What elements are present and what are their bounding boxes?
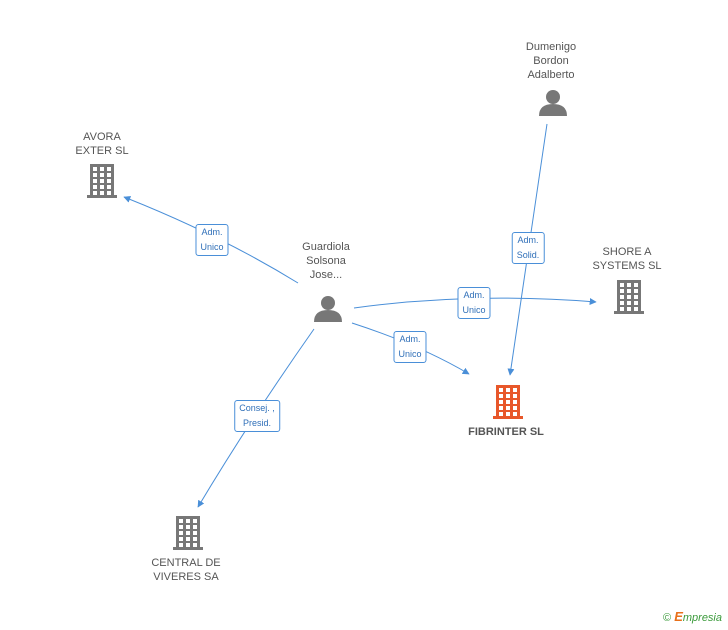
node-label-line: Solsona — [306, 255, 346, 267]
node-label-line: CENTRAL DE — [151, 557, 221, 569]
avora-label[interactable]: AVORA EXTER SL — [75, 130, 128, 158]
edge-label-line: Adm. — [463, 290, 485, 300]
node-label-line: Bordon — [533, 55, 569, 67]
edge-label-line: Adm. — [201, 227, 223, 237]
node-label-line: EXTER SL — [75, 145, 129, 157]
copyright-symbol: © — [663, 612, 672, 624]
node-label-line: Dumenigo — [525, 41, 577, 53]
edge-label-line: Unico — [398, 349, 422, 359]
node-label-line: Jose... — [309, 269, 343, 281]
central-label[interactable]: CENTRAL DE VIVERES SA — [151, 556, 220, 584]
brand-initial: E — [674, 609, 683, 624]
edge-label-line: Consej. , — [239, 403, 275, 413]
edge-label-line: Unico — [200, 242, 224, 252]
edge-label-dumenigo-fibrinter[interactable]: Adm. Solid. — [511, 232, 545, 264]
edge-label-line: Adm. — [517, 235, 539, 245]
node-label-line: FIBRINTER SL — [468, 426, 544, 438]
dumenigo-person-icon[interactable] — [539, 90, 567, 116]
brand-name: mpresia — [682, 612, 722, 624]
shore-label[interactable]: SHORE A SYSTEMS SL — [592, 245, 661, 273]
node-label-line: Adalberto — [527, 69, 575, 81]
fibrinter-building-icon[interactable] — [493, 385, 523, 419]
edge-label-line: Presid. — [242, 418, 271, 428]
edge-label-guardiola-avora[interactable]: Adm. Unico — [195, 224, 229, 256]
node-label-line: Guardiola — [302, 241, 350, 253]
shore-building-icon[interactable] — [614, 280, 644, 314]
node-label-line: AVORA — [83, 131, 121, 143]
edge-label-guardiola-central[interactable]: Consej. , Presid. — [234, 400, 280, 432]
footer-brand[interactable]: © Empresia — [663, 609, 722, 624]
central-building-icon[interactable] — [173, 516, 203, 550]
edge-label-line: Solid. — [516, 250, 540, 260]
node-label-line: SHORE A — [602, 246, 652, 258]
node-label-line: VIVERES SA — [153, 571, 219, 583]
fibrinter-label[interactable]: FIBRINTER SL — [468, 425, 544, 439]
edge-label-line: Unico — [462, 305, 486, 315]
edge-label-guardiola-fibrinter[interactable]: Adm. Unico — [393, 331, 427, 363]
edge-label-line: Adm. — [399, 334, 421, 344]
avora-building-icon[interactable] — [87, 164, 117, 198]
guardiola-person-icon[interactable] — [314, 296, 342, 322]
node-label-line: SYSTEMS SL — [592, 260, 662, 272]
edge-label-guardiola-shore[interactable]: Adm. Unico — [457, 287, 491, 319]
